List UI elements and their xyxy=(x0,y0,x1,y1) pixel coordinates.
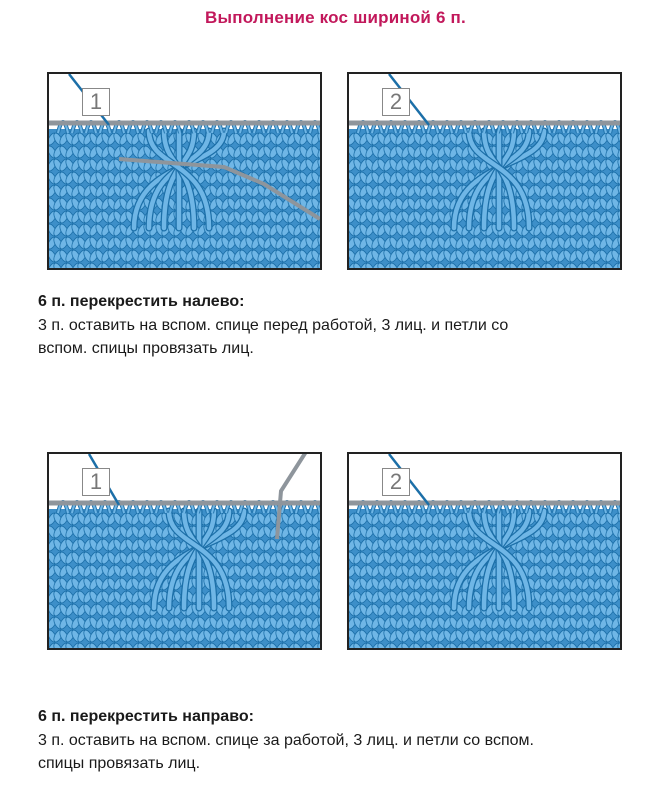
illustration-cross-right-step-1: 1 xyxy=(47,452,322,650)
step-number: 2 xyxy=(382,468,410,496)
knitting-diagram xyxy=(49,74,320,268)
step-number: 1 xyxy=(82,88,110,116)
illustration-cross-left-step-1: 1 xyxy=(47,72,322,270)
page-title: Выполнение кос шириной 6 п. xyxy=(205,8,466,27)
step-number: 1 xyxy=(82,468,110,496)
caption-cross-left: 6 п. перекрестить налево: 3 п. оставить … xyxy=(38,293,638,360)
knitting-diagram xyxy=(349,454,620,648)
knitting-diagram xyxy=(49,454,320,648)
illustration-cross-left-step-2: 2 xyxy=(347,72,622,270)
caption-heading: 6 п. перекрестить налево: xyxy=(38,293,245,310)
caption-line: 3 п. оставить на вспом. спице за работой… xyxy=(38,732,534,749)
illustration-cross-right-step-2: 2 xyxy=(347,452,622,650)
caption-cross-right: 6 п. перекрестить направо: 3 п. оставить… xyxy=(38,708,638,775)
caption-heading: 6 п. перекрестить направо: xyxy=(38,708,254,725)
step-number: 2 xyxy=(382,88,410,116)
caption-line: вспом. спицы провязать лиц. xyxy=(38,340,254,357)
knitting-diagram xyxy=(349,74,620,268)
caption-line: спицы провязать лиц. xyxy=(38,755,201,772)
caption-line: 3 п. оставить на вспом. спице перед рабо… xyxy=(38,317,509,334)
